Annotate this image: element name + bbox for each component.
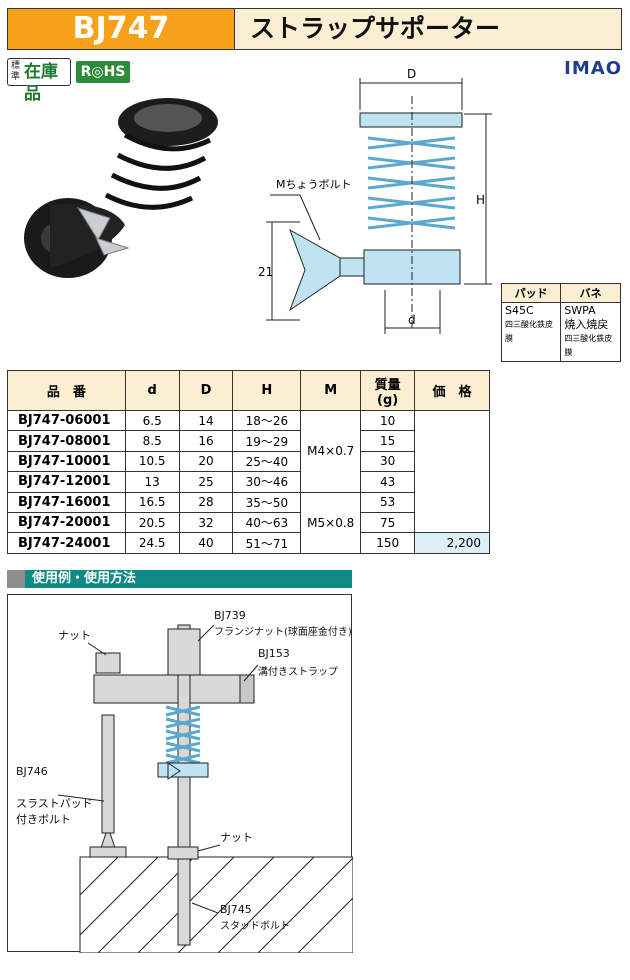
cell-H: 40～63: [232, 511, 302, 534]
rohs-badge: R◎HS: [76, 61, 130, 83]
dim-21: 21: [258, 265, 273, 279]
cell-d: 8.5: [124, 430, 180, 452]
cell-d: 6.5: [124, 409, 180, 432]
col-mass: 質量 (g): [360, 370, 416, 411]
cell-mass: 30: [360, 450, 416, 473]
table-row: BJ747-12001 13 25 30～46 43: [7, 471, 490, 493]
cell-D: 20: [178, 450, 234, 473]
usage-illustration: ナット BJ739 フランジナット(球面座金付き) BJ153 溝付きストラップ…: [16, 609, 353, 953]
label-bj153: BJ153: [258, 647, 290, 660]
table-row: BJ747-10001 10.5 20 25～40 30: [7, 450, 490, 473]
dim-H: H: [476, 193, 485, 207]
dim-D: D: [407, 67, 416, 81]
cell-mass: 43: [360, 471, 416, 493]
product-photo: [24, 98, 218, 278]
cell-D: 28: [178, 491, 234, 513]
label-bj745: BJ745: [220, 903, 252, 916]
label-bj153-desc: 溝付きストラップ: [258, 665, 338, 678]
label-nut-top: ナット: [58, 629, 91, 642]
material-header-pad: パッド: [500, 283, 562, 303]
table-row: BJ747-20001 20.5 32 40～63 75: [7, 511, 490, 534]
product-code: BJ747: [8, 9, 235, 49]
cell-mass: 75: [360, 511, 416, 534]
cell-D: 32: [178, 511, 234, 534]
cell-H: 30～46: [232, 471, 302, 493]
col-D: D: [178, 370, 234, 411]
dim-d: d: [408, 313, 416, 327]
label-bj746: BJ746: [16, 765, 48, 778]
material-pad-steel: S45C: [505, 304, 534, 317]
stock-badge-label: 在庫品: [24, 62, 58, 104]
material-pad-finish: 四三酸化鉄皮膜: [505, 320, 553, 343]
usage-section-header: 使用例・使用方法: [7, 570, 352, 588]
cell-mass: 15: [360, 430, 416, 452]
section-marker-icon: [7, 570, 25, 588]
material-spring-finish: 四三酸化鉄皮膜: [564, 334, 613, 357]
cell-M: M4×0.7: [300, 410, 362, 493]
col-H: H: [232, 370, 302, 411]
material-header-spring: バネ: [560, 283, 621, 303]
table-row: BJ747-16001 16.5 28 35～50 M5×0.8 53: [7, 491, 490, 554]
cell-mass: 150: [360, 532, 416, 554]
cell-price: 2,200: [414, 532, 490, 554]
technical-drawing: D H 21 d Mちょうボルト: [258, 67, 492, 334]
cell-H: 35～50: [232, 491, 302, 513]
cell-H: 18～26: [232, 409, 302, 432]
material-table: パッド バネ S45C 四三酸化鉄皮膜 SWPA 焼入焼戻 四三酸化鉄皮膜: [500, 283, 621, 362]
label-thrust-pad-2: 付きボルト: [16, 813, 71, 826]
cell-d: 10.5: [124, 450, 180, 473]
cell-mass: 53: [360, 491, 416, 513]
cell-d: 13: [124, 471, 180, 493]
cell-price-blank: [414, 409, 490, 534]
stock-badge: 標準 在庫品: [7, 58, 71, 104]
table-row: BJ747-24001 24.5 40 51～71 150 2,200: [7, 532, 490, 554]
material-spring-treatment: 焼入焼戻: [564, 318, 609, 331]
col-part: 品 番: [7, 370, 126, 411]
col-d: d: [124, 370, 180, 411]
cell-H: 19～29: [232, 430, 302, 452]
material-spring-steel: SWPA: [564, 304, 596, 317]
cell-mass: 10: [360, 409, 416, 432]
table-row: BJ747-08001 8.5 16 19～29 15: [7, 430, 490, 452]
bolt-label: Mちょうボルト: [276, 178, 352, 191]
part-number: BJ747-20001: [7, 511, 126, 534]
material-pad: S45C 四三酸化鉄皮膜: [500, 302, 562, 362]
usage-diagram: ナット BJ739 フランジナット(球面座金付き) BJ153 溝付きストラップ…: [7, 594, 353, 953]
col-M: M: [300, 370, 362, 411]
part-number: BJ747-10001: [7, 450, 126, 473]
part-number: BJ747-12001: [7, 471, 126, 493]
material-spring: SWPA 焼入焼戻 四三酸化鉄皮膜: [560, 302, 621, 362]
cell-D: 16: [178, 430, 234, 452]
cell-H: 25～40: [232, 450, 302, 473]
title-bar: BJ747 ストラップサポーター: [7, 8, 622, 50]
usage-section-title: 使用例・使用方法: [32, 571, 137, 586]
cell-M: M5×0.8: [300, 491, 362, 554]
label-bj745-desc: スタッドボルト: [220, 920, 290, 932]
label-bj739: BJ739: [214, 609, 246, 622]
cell-D: 25: [178, 471, 234, 493]
cell-H: 51～71: [232, 532, 302, 554]
part-number: BJ747-08001: [7, 430, 126, 452]
cell-D: 14: [178, 409, 234, 432]
label-nut-bottom: ナット: [220, 831, 253, 844]
part-number: BJ747-24001: [7, 532, 126, 554]
part-number: BJ747-06001: [7, 409, 126, 432]
label-thrust-pad-1: スラストパッド: [16, 797, 93, 810]
cell-d: 16.5: [124, 491, 180, 513]
cell-D: 40: [178, 532, 234, 554]
cell-d: 24.5: [124, 532, 180, 554]
spec-table: 品 番 d D H M 質量 (g) 価 格 BJ747-06001 6.5 1…: [7, 370, 490, 554]
brand-logo: IMAO: [564, 58, 622, 79]
cell-d: 20.5: [124, 511, 180, 534]
label-bj739-desc: フランジナット(球面座金付き): [214, 625, 352, 638]
table-row: BJ747-06001 6.5 14 18～26 M4×0.7 10: [7, 409, 490, 534]
stock-badge-small: 標準: [11, 61, 21, 82]
product-name: ストラップサポーター: [250, 14, 501, 43]
part-number: BJ747-16001: [7, 491, 126, 513]
col-price: 価 格: [414, 370, 490, 411]
